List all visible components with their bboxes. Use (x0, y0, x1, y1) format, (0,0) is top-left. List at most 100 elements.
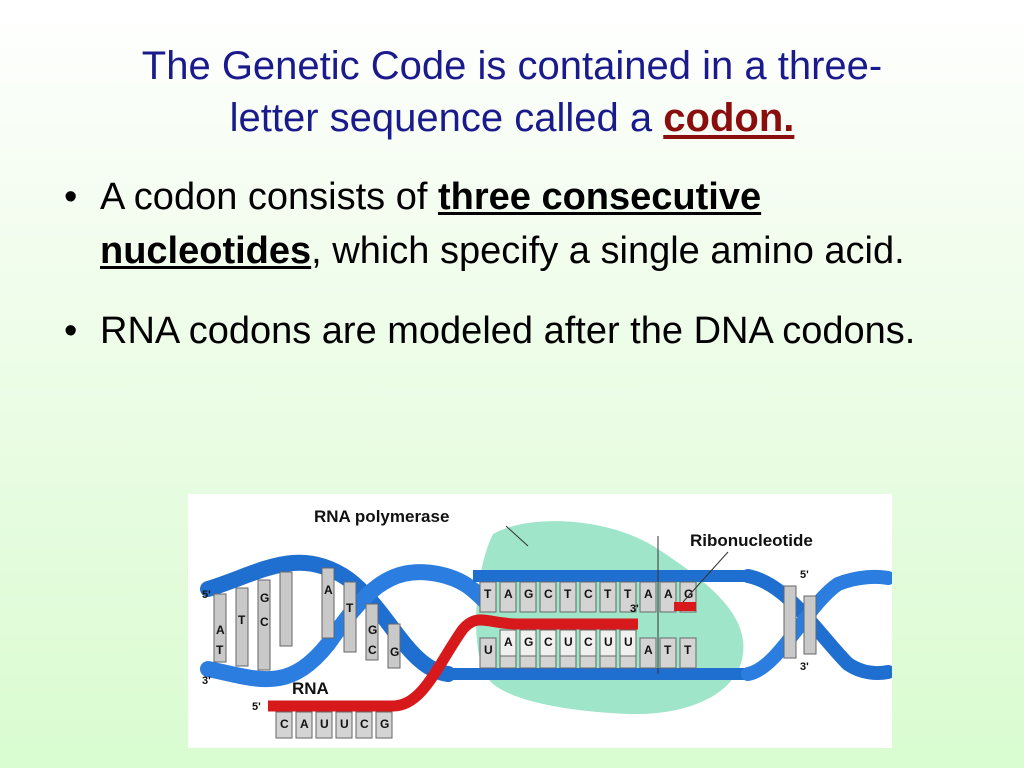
helix-strand-back (200, 554, 456, 682)
rna-polymerase-shape (476, 521, 744, 715)
base-pair-rung (235, 587, 249, 667)
rna-polymerase-label: RNA polymerase (314, 507, 449, 526)
nucleotides-emphasis: nucleotides (100, 230, 312, 272)
title-line-2-prefix: letter sequence called a (229, 96, 664, 140)
base-pair-rung (257, 579, 271, 671)
base-letter: T (346, 601, 354, 615)
base-letter: G (368, 623, 377, 637)
bullet-item-codon-definition: • A codon consists of three consecutive … (60, 170, 990, 278)
template-top-base-letter: G (684, 587, 693, 601)
template-top-base-tile (619, 581, 637, 613)
left-helix: A T T G C A T G C G (200, 554, 496, 688)
template-top-base-tile (479, 581, 497, 613)
title-line-1: The Genetic Code is contained in a three… (141, 44, 883, 88)
template-top-base-tile (559, 581, 577, 613)
bullet-text-suffix: , which specify a single amino acid. (311, 230, 905, 272)
template-top-base-letter: T (624, 587, 632, 601)
five-prime-left: 5' (202, 589, 211, 601)
five-prime-rna: 5' (252, 701, 261, 713)
base-pair-rung (783, 585, 797, 659)
helix-strand-front (200, 564, 496, 688)
rna-base-letter: C (584, 635, 593, 649)
rna-base-tile (539, 629, 557, 657)
rna-base-tile (579, 629, 597, 657)
base-pair-rung (387, 623, 401, 669)
template-top-base-letter: A (664, 587, 673, 601)
template-top-base-tile (519, 581, 537, 613)
template-top-base-tile (579, 581, 597, 613)
rna-tail-base-letter: C (280, 717, 289, 731)
bullet-text: RNA codons are modeled after the DNA cod… (100, 310, 916, 352)
base-pair-rung (365, 603, 379, 661)
rna-tail-base-tile (295, 711, 313, 739)
template-top-base-letter: T (604, 587, 612, 601)
template-top-base-letter: A (644, 587, 653, 601)
base-pair-rung (213, 593, 227, 663)
rna-base-tile (619, 629, 637, 657)
rna-base-letter: U (564, 635, 573, 649)
rna-tail-base-tile (375, 711, 393, 739)
rna-base-tile (559, 629, 577, 657)
base-letter: T (238, 613, 246, 627)
bullet-text-prefix: A codon consists of (100, 176, 438, 218)
rna-tail-base-letter: U (340, 717, 349, 731)
bullet-item-rna-codons: • RNA codons are modeled after the DNA c… (60, 304, 990, 358)
rna-base-letter: U (624, 635, 633, 649)
three-consecutive-emphasis: three consecutive (437, 176, 762, 218)
three-prime-left: 3' (202, 675, 211, 687)
template-top-base-tile (539, 581, 557, 613)
five-prime-right: 5' (800, 569, 809, 581)
template-top-base-letter: C (584, 587, 593, 601)
rna-strand (268, 614, 638, 712)
rna-tail-base-letter: G (380, 717, 389, 731)
template-bottom-base-letter: T (664, 643, 672, 657)
template-bottom-base-tile (479, 637, 497, 669)
bullet-list: • A codon consists of three consecutive … (60, 170, 990, 384)
polymerase-pointer (505, 525, 529, 547)
template-bottom-base-letter: U (484, 643, 493, 657)
rna-label: RNA (292, 679, 329, 698)
rna-tail-base-tile (275, 711, 293, 739)
base-pair-rung (321, 567, 335, 639)
base-letter: C (368, 643, 377, 657)
rna-tail-base-tile (355, 711, 373, 739)
rna-base-letter: U (604, 635, 613, 649)
right-helix (741, 569, 892, 681)
base-letter: A (324, 583, 333, 597)
three-prime-right: 3' (800, 661, 809, 673)
rna-base-tile (519, 629, 537, 657)
template-bottom-base-tile (639, 637, 657, 669)
bullet-dot: • (64, 176, 78, 218)
template-bottom-base-letter: T (684, 643, 692, 657)
rna-tail-base-tile (315, 711, 333, 739)
rna-base-letter: C (544, 635, 553, 649)
rna-base-tile (599, 629, 617, 657)
base-letter: G (390, 645, 399, 659)
template-top-base-letter: A (504, 587, 513, 601)
template-top-base-letter: T (484, 587, 492, 601)
base-letter: C (260, 615, 269, 629)
rna-base-letter: G (524, 635, 533, 649)
base-letter: A (216, 623, 225, 637)
template-bottom-base-letter: A (644, 643, 653, 657)
base-pair-rung (279, 571, 293, 647)
template-top-base-tile (499, 581, 517, 613)
slide-title: The Genetic Code is contained in a three… (60, 40, 964, 144)
template-top-base-letter: G (524, 587, 533, 601)
rna-tail-base-letter: C (360, 717, 369, 731)
rna-tail-base-tile (335, 711, 353, 739)
rna-tail-base-letter: U (320, 717, 329, 731)
title-line-2: letter sequence called a codon. (60, 92, 964, 144)
template-bottom-base-tile (679, 637, 697, 669)
ribonucleotide-label: Ribonucleotide (690, 531, 813, 550)
template-bottom-base-tile (659, 637, 677, 669)
template-top-base-letter: T (564, 587, 572, 601)
ribonucleotide-block (674, 602, 696, 611)
rna-tail-base-letter: A (300, 717, 309, 731)
rna-base-letter: A (504, 635, 513, 649)
base-pair-rung (803, 595, 817, 655)
codon-highlight: codon. (663, 96, 795, 140)
